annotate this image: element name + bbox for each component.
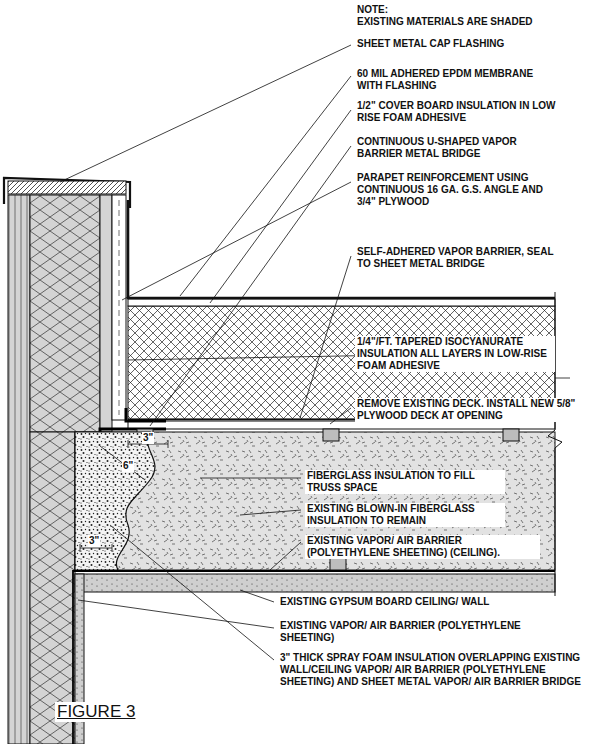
callout-text: 1/4"/FT. TAPERED ISOCYANURATE INSULATION… bbox=[355, 336, 555, 372]
callout-text: REMOVE EXISTING DECK. INSTALL NEW 5/8" P… bbox=[355, 398, 591, 422]
note-heading: NOTE: bbox=[355, 4, 555, 16]
note-text: EXISTING MATERIALS ARE SHADED bbox=[355, 16, 590, 28]
callout-text: PARAPET REINFORCEMENT USING CONTINUOUS 1… bbox=[355, 172, 565, 208]
callout-text: FIBERGLASS INSULATION TO FILL TRUSS SPAC… bbox=[305, 470, 505, 494]
callout-text: SELF-ADHERED VAPOR BARRIER, SEAL TO SHEE… bbox=[355, 246, 565, 270]
callout-text: EXISTING VAPOR/ AIR BARRIER (POLYETHYLEN… bbox=[278, 620, 528, 644]
callout-text: CONTINUOUS U-SHAPED VAPOR BARRIER METAL … bbox=[355, 136, 560, 160]
callout-text: SHEET METAL CAP FLASHING bbox=[355, 38, 590, 50]
callout-text: EXISTING BLOWN-IN FIBERGLASS INSULATION … bbox=[305, 503, 505, 527]
callout-text: 1/2" COVER BOARD INSULATION IN LOW RISE … bbox=[355, 100, 570, 124]
figure-caption: FIGURE 3 bbox=[55, 702, 137, 722]
dimension: 3" bbox=[88, 535, 100, 547]
callout-text: EXISTING GYPSUM BOARD CEILING/ WALL bbox=[278, 596, 538, 608]
callout-text: 60 MIL ADHERED EPDM MEMBRANE WITH FLASHI… bbox=[355, 68, 560, 92]
dimension: 6" bbox=[122, 460, 134, 472]
dimension: 3" bbox=[142, 432, 154, 444]
callout-text: EXISTING VAPOR/ AIR BARRIER (POLYETHYLEN… bbox=[305, 535, 540, 559]
callout-text: 3" THICK SPRAY FOAM INSULATION OVERLAPPI… bbox=[278, 652, 586, 688]
